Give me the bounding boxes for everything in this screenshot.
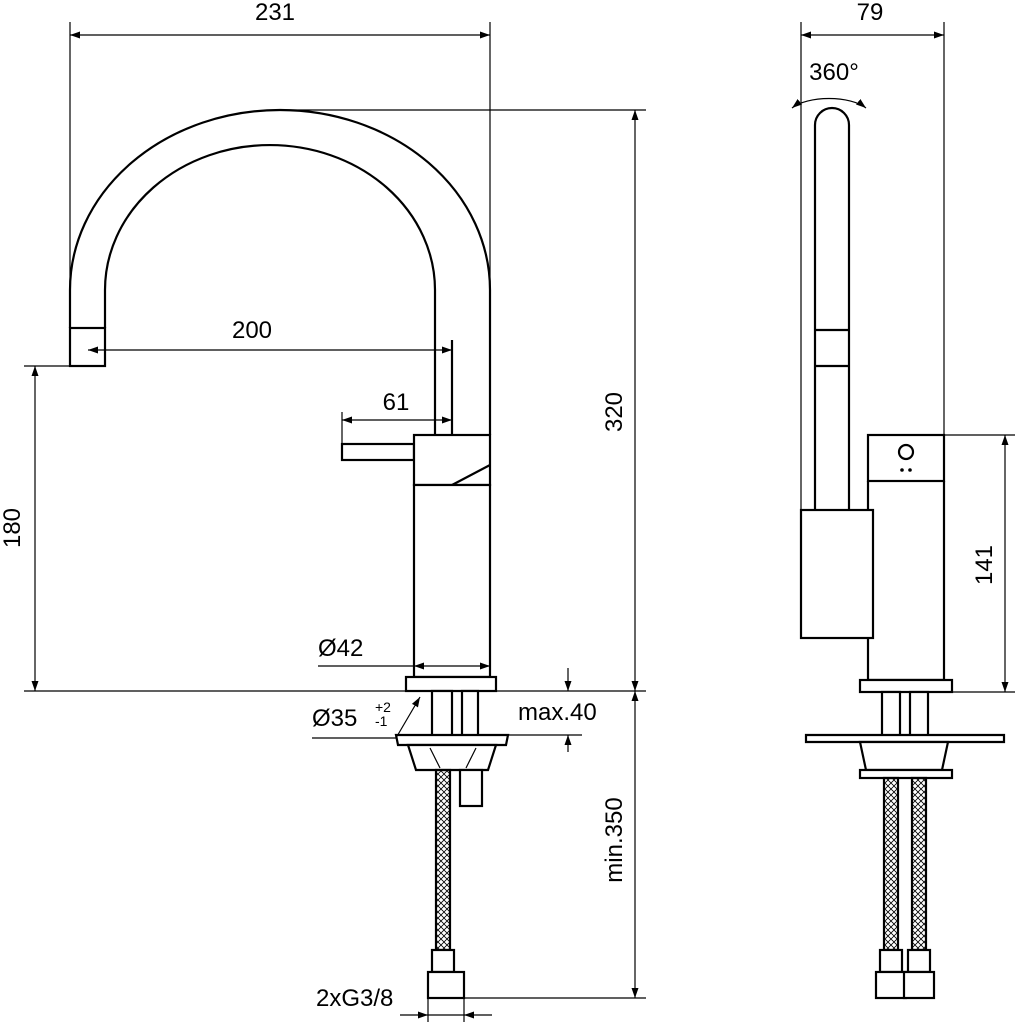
dim-hole-tol-minus: -1 <box>375 713 388 729</box>
dim-max-thickness: max.40 <box>508 668 597 752</box>
dim-lever-offset: 61 <box>341 389 452 444</box>
side-body <box>858 433 954 694</box>
dim-body-diameter: Ø42 <box>318 635 490 670</box>
dim-connection: 2xG3/8 <box>316 985 492 1022</box>
dim-overall-width-label: 231 <box>255 0 295 26</box>
dim-overall-height-label: 320 <box>601 392 628 432</box>
front-view: 231 200 61 180 320 <box>0 0 646 1022</box>
dim-lever-offset-label: 61 <box>383 389 410 416</box>
side-spout <box>799 106 875 640</box>
dim-body-diameter-label: Ø42 <box>318 635 363 662</box>
dim-spout-reach-label: 200 <box>232 317 272 344</box>
mounting-kit <box>394 689 510 1000</box>
dim-max-thickness-label: max.40 <box>518 699 597 726</box>
dim-spout-height-label: 180 <box>0 508 26 548</box>
dim-hole-tol-plus: +2 <box>375 699 391 715</box>
dim-spout-reach: 200 <box>88 317 452 354</box>
dim-min-hose-label: min.350 <box>601 797 628 882</box>
tap-body <box>340 433 498 693</box>
dim-connection-label: 2xG3/8 <box>316 985 393 1012</box>
side-mounting-kit <box>804 690 1006 1000</box>
side-view: 79 360° 141 <box>791 0 1015 1000</box>
dim-hole-diameter: Ø35 +2 -1 <box>312 696 421 739</box>
dim-min-hose: min.350 <box>464 691 646 999</box>
dim-side-height-label: 141 <box>971 545 998 585</box>
dim-side-width-label: 79 <box>857 0 884 26</box>
dim-hole-diameter-label: Ø35 <box>312 705 357 732</box>
dim-overall-width: 231 <box>69 0 491 435</box>
dim-side-height: 141 <box>944 434 1015 693</box>
rotation-label: 360° <box>809 59 859 86</box>
rotation-indicator: 360° <box>791 59 867 109</box>
dim-overall-height: 320 <box>280 109 646 692</box>
spout <box>68 108 492 435</box>
dim-spout-height: 180 <box>0 365 406 692</box>
